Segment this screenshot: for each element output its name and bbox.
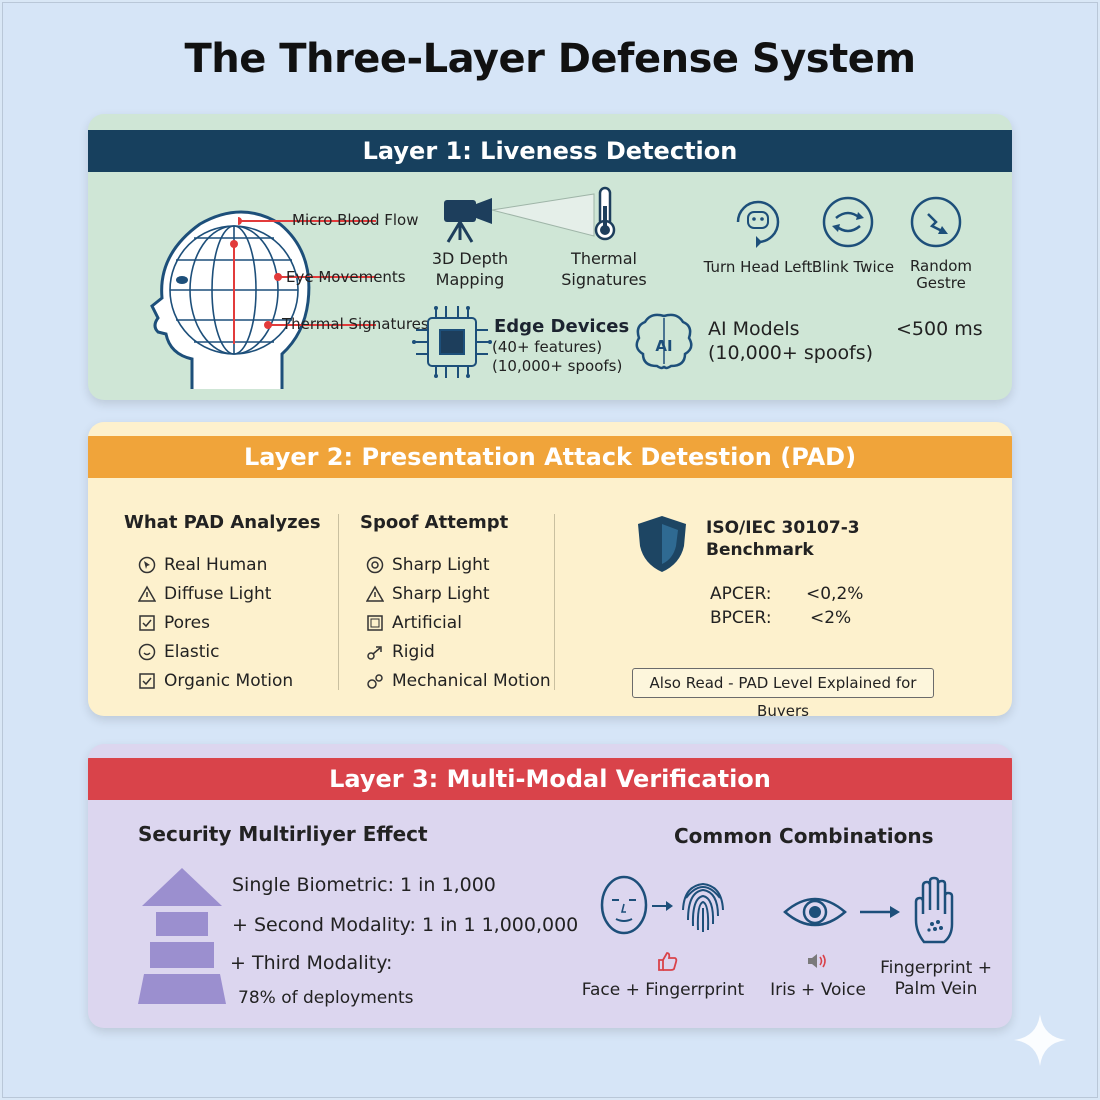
grid-square-icon [367,615,383,631]
label-random-gesture: Random Gestre [909,257,973,292]
warning-triangle-icon [138,585,156,602]
pad-item-label: Diffuse Light [164,584,272,604]
warning-triangle-icon [366,585,384,602]
pad-item-label: Real Human [164,555,268,575]
spoof-item-sharp-light-2: Sharp Light [366,581,490,607]
stat-single-biometric: Single Biometric: 1 in 1,000 [232,874,496,896]
layer2-card: Layer 2: Presentation Attack Detestion (… [88,422,1012,716]
turn-head-icon [736,200,780,248]
shield-icon [638,516,686,572]
link-icon [367,646,382,660]
spoof-attempt-title: Spoof Attempt [360,512,509,533]
edge-chip-icon [412,306,492,378]
face-icon [600,875,648,935]
target-circle-icon [366,556,384,574]
stat-third-modality: + Third Modality: [230,952,393,974]
gear-icon [367,674,383,689]
stat-second-modality: + Second Modality: 1 in 1 1,000,000 [232,914,579,936]
label-blink-twice: Blink Twice [811,258,895,276]
layer3-card: Layer 3: Multi-Modal Verification Securi… [88,744,1012,1028]
sparkle-icon [1014,1014,1066,1066]
layer1-card: Layer 1: Liveness Detection Micro Blood … [88,114,1012,400]
fingerprint-icon [682,882,724,932]
apcer-label: APCER: [710,584,772,604]
benchmark-line1: ISO/IEC 30107-3 [706,518,860,538]
arrow-right-icon [652,901,673,911]
latency-value: <500 ms [896,318,983,340]
layer3-header: Layer 3: Multi-Modal Verification [88,758,1012,800]
spoof-item-label: Artificial [392,613,462,633]
thermometer-icon [594,186,616,241]
blink-icon [822,196,874,248]
spoof-item-label: Mechanical Motion [392,671,551,691]
pad-item-diffuse-light: Diffuse Light [138,581,271,607]
column-divider-2 [554,514,555,690]
layer2-header: Layer 2: Presentation Attack Detestion (… [88,436,1012,478]
combo-face-fingerprint: Face + Fingerrprint [581,980,745,1000]
edge-spoofs-text: (10,000+ spoofs) [492,357,623,375]
head-globe-icon [150,210,311,389]
page-title: The Three-Layer Defense System [184,36,916,82]
pad-item-label: Organic Motion [164,671,294,691]
spoof-item-rigid: Rigid [366,639,435,665]
thumbs-up-icon [658,952,678,971]
label-thermal-signatures: Thermal Signatures [561,249,647,289]
spoof-item-mechanical-motion: Mechanical Motion [366,668,551,694]
apcer-value: <0,2% [806,584,864,604]
ai-models-spoofs: (10,000+ spoofs) [708,342,874,364]
edge-devices-title: Edge Devices [494,316,630,337]
pad-analyzes-title: What PAD Analyzes [124,512,321,533]
combo-fingerprint-palm-vein: Fingerprint + Palm Vein [880,958,992,999]
pad-item-organic-motion: Organic Motion [138,668,293,694]
random-gesture-icon [910,196,962,248]
spoof-item-label: Sharp Light [392,584,490,604]
label-thermal-signatures-head: Thermal Signatures [282,315,429,333]
stat-deployments: 78% of deployments [238,988,414,1008]
spoof-item-label: Sharp Light [392,555,490,575]
combo-iris-voice: Iris + Voice [770,980,866,1000]
checkbox-icon [139,615,155,631]
head-leader-lines [238,217,376,329]
spoof-item-artificial: Artificial [366,610,462,636]
pad-item-label: Elastic [164,642,220,662]
pad-item-pores: Pores [138,610,210,636]
common-combinations-title: Common Combinations [674,824,934,848]
also-read-link[interactable]: Also Read - PAD Level Explained for Buye… [632,668,934,716]
ai-models-title: AI Models [708,318,800,340]
pad-item-label: Pores [164,613,210,633]
edge-features-text: (40+ features) [492,338,603,356]
pointer-circle-icon [138,556,156,574]
bpcer-value: <2% [810,608,852,628]
eye-icon [783,897,847,927]
bpcer-label: BPCER: [710,608,772,628]
benchmark-line2: Benchmark [706,540,814,560]
palm-vein-icon [914,876,954,944]
depth-camera-icon [444,193,595,243]
spoof-item-label: Rigid [392,642,435,662]
ai-chip-text: AI [655,337,672,355]
speaker-icon [808,954,826,968]
security-effect-title: Security Multirliyer Effect [138,822,428,846]
pad-item-elastic: Elastic [138,639,219,665]
spoof-item-sharp-light-1: Sharp Light [366,552,490,578]
label-eye-movements: Eye Movements [286,268,406,286]
pad-item-real-human: Real Human [138,552,267,578]
layer1-header: Layer 1: Liveness Detection [88,130,1012,172]
checkbox-icon [139,673,155,689]
smile-circle-icon [138,643,156,661]
pyramid-arrow-icon [138,868,226,1004]
label-turn-head-left: Turn Head Left [703,258,813,276]
label-3d-depth-mapping: 3D Depth Mapping [431,249,509,289]
arrow-right-icon [860,906,900,918]
column-divider-1 [338,514,339,690]
ai-brain-icon: AI [635,313,693,370]
label-micro-blood-flow: Micro Blood Flow [292,211,419,229]
